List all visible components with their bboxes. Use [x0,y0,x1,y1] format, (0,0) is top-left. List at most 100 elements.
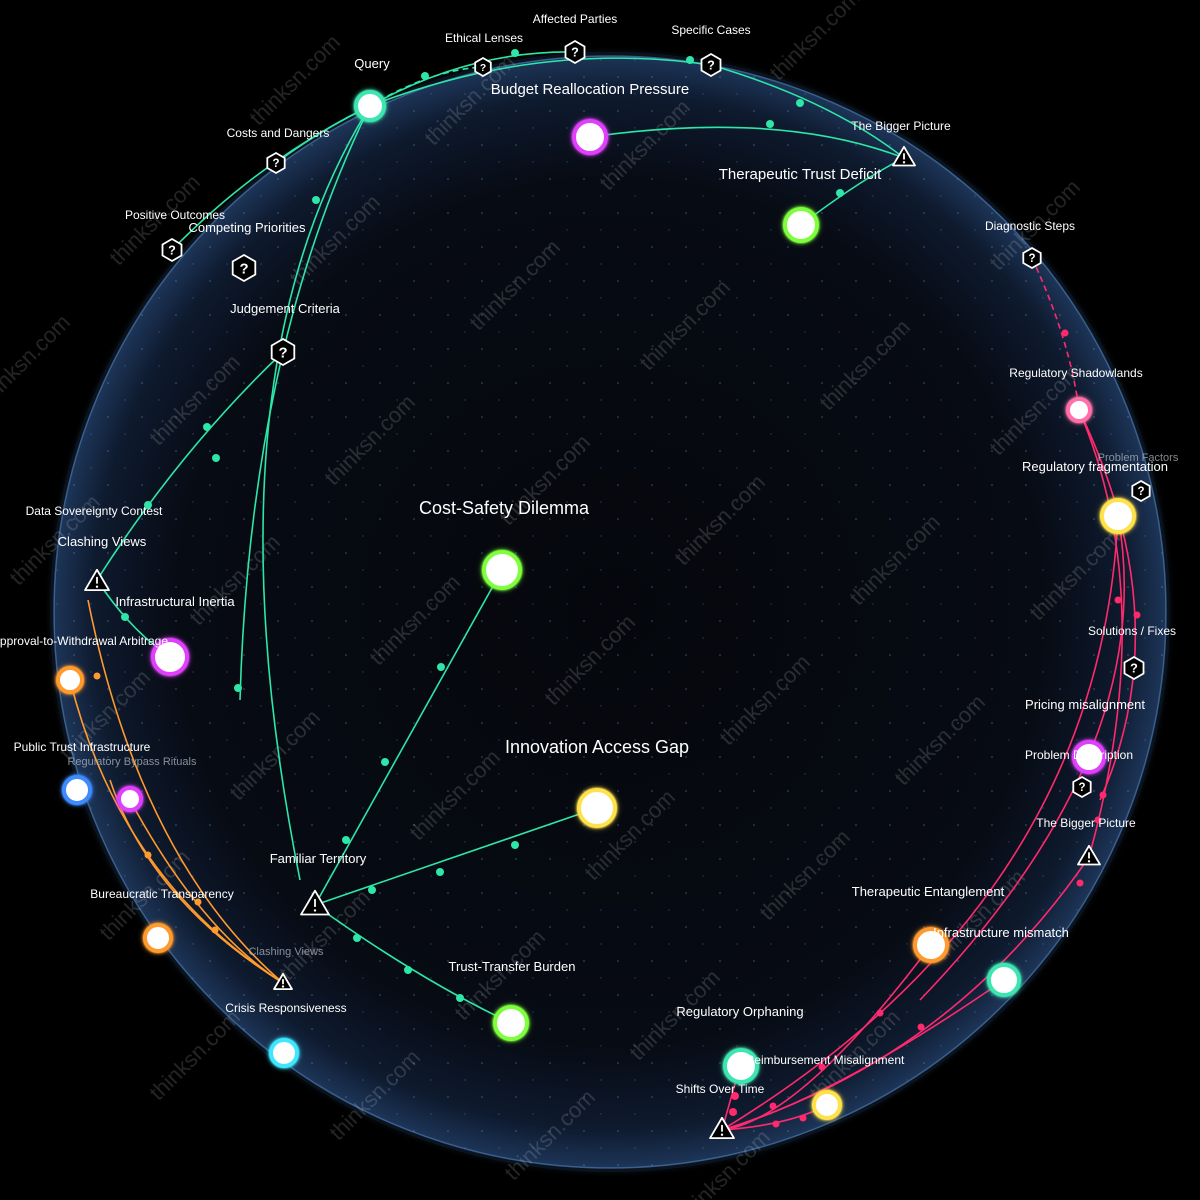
node-label-the-bigger-picture-top[interactable]: The Bigger Picture [851,119,951,133]
graph-node[interactable] [576,787,618,829]
watermark-text: thinksn.com [764,0,865,85]
edge [369,51,576,107]
warning-triangle-icon[interactable] [273,972,293,991]
graph-node[interactable] [811,1089,843,1121]
node-label-problem-factors[interactable]: Problem Factors [1098,452,1179,464]
graph-node[interactable] [142,922,174,954]
question-hexagon-icon[interactable]: ? [1123,655,1145,681]
node-label-regulatory-fragmentation[interactable]: Regulatory fragmentation [1022,459,1168,474]
graph-node[interactable] [1099,497,1137,535]
edge-marker [917,1023,925,1031]
question-hexagon-icon[interactable]: ? [1022,246,1042,270]
svg-text:?: ? [1137,486,1144,498]
graph-node[interactable] [150,637,190,677]
warning-triangle-icon[interactable] [300,889,330,916]
edge-marker [1099,791,1107,799]
question-hexagon-icon[interactable]: ? [700,52,722,78]
node-label-trust-transfer-burden[interactable]: Trust-Transfer Burden [449,959,576,974]
node-label-clashing-views-left[interactable]: Clashing Views [58,534,147,549]
node-label-affected-parties[interactable]: Affected Parties [533,12,618,26]
edge-marker [796,99,804,107]
edge-marker [511,49,519,57]
node-label-infrastructure-mismatch[interactable]: Infrastructure mismatch [933,925,1069,940]
graph-node[interactable] [986,962,1022,998]
graph-node[interactable] [116,785,144,813]
warning-triangle-icon[interactable] [709,1116,735,1140]
edge [369,57,712,107]
warning-triangle-icon[interactable] [84,568,110,592]
question-hexagon-icon[interactable]: ? [270,337,296,367]
node-label-specific-cases[interactable]: Specific Cases [671,23,750,37]
node-label-familiar-territory[interactable]: Familiar Territory [270,851,367,866]
edge [314,807,598,906]
question-hexagon-icon[interactable]: ? [1072,775,1092,799]
node-label-therapeutic-trust-deficit[interactable]: Therapeutic Trust Deficit [719,166,882,183]
node-label-cost-safety-dilemma[interactable]: Cost-Safety Dilemma [419,498,590,518]
edge [129,799,284,984]
node-label-shifts-over-time[interactable]: Shifts Over Time [676,1082,765,1096]
svg-text:?: ? [571,46,579,60]
graph-node[interactable] [571,118,609,156]
node-label-judgement-criteria[interactable]: Judgement Criteria [230,301,341,316]
node-label-infrastructural-inertia[interactable]: Infrastructural Inertia [115,594,235,609]
graph-node[interactable] [1071,739,1107,775]
edge-marker [437,663,445,671]
node-label-reimbursement-misalignment[interactable]: Reimbursement Misalignment [746,1053,905,1067]
edge-marker [1094,816,1102,824]
graph-node[interactable] [782,206,820,244]
node-label-data-sovereignty-contest[interactable]: Data Sovereignty Contest [26,504,163,518]
graph-node[interactable] [353,89,387,123]
node-label-problem-description[interactable]: Problem Description [1025,748,1133,762]
question-hexagon-icon[interactable]: ? [564,39,586,65]
graph-node[interactable] [492,1004,530,1042]
node-label-regulatory-bypass-rituals[interactable]: Regulatory Bypass Rituals [67,756,197,768]
node-label-clashing-views-bottom[interactable]: Clashing Views [248,946,324,958]
graph-node[interactable] [268,1037,300,1069]
graph-node[interactable] [912,926,950,964]
node-label-pricing-misalignment[interactable]: Pricing misalignment [1025,697,1145,712]
node-label-innovation-access-gap[interactable]: Innovation Access Gap [505,737,689,757]
edge [239,105,371,701]
edge-marker [511,841,519,849]
node-label-regulatory-orphaning[interactable]: Regulatory Orphaning [676,1004,803,1019]
node-label-the-bigger-picture-right[interactable]: The Bigger Picture [1036,816,1136,830]
node-label-costs-and-dangers[interactable]: Costs and Dangers [227,126,330,140]
node-label-query[interactable]: Query [354,56,390,71]
edge-marker [731,1092,739,1100]
question-hexagon-icon[interactable]: ? [474,56,492,78]
node-label-ethical-lenses[interactable]: Ethical Lenses [445,31,523,45]
svg-text:?: ? [272,158,279,170]
edge-marker [404,966,412,974]
edge-marker [381,758,389,766]
edge-marker [234,684,242,692]
node-label-public-trust-infrastructure[interactable]: Public Trust Infrastructure [14,740,151,754]
node-label-budget-reallocation-pressure[interactable]: Budget Reallocation Pressure [491,81,689,98]
graph-node[interactable] [55,665,85,695]
edge-marker [144,501,152,509]
question-hexagon-icon[interactable]: ? [1131,479,1151,503]
edge-marker [772,1120,780,1128]
node-label-solutions-fixes[interactable]: Solutions / Fixes [1088,624,1176,638]
node-label-competing-priorities[interactable]: Competing Priorities [188,220,306,235]
graph-node[interactable] [481,549,523,591]
edge-marker [312,196,320,204]
question-node-layer: ??????????? [161,39,1151,799]
warning-triangle-icon[interactable] [892,145,916,167]
node-label-therapeutic-entanglement[interactable]: Therapeutic Entanglement [852,884,1005,899]
question-hexagon-icon[interactable]: ? [266,151,286,175]
question-hexagon-icon[interactable]: ? [161,237,183,263]
node-label-bureaucratic-transparency[interactable]: Bureaucratic Transparency [90,887,233,901]
question-hexagon-icon[interactable]: ? [231,253,257,283]
node-label-approval-withdrawal-arbitrage[interactable]: Approval-to-Withdrawal Arbitrage [0,634,168,648]
graph-node[interactable] [1065,396,1093,424]
node-label-regulatory-shadowlands[interactable]: Regulatory Shadowlands [1009,366,1142,380]
node-label-positive-outcomes[interactable]: Positive Outcomes [125,208,225,222]
graph-node[interactable] [722,1047,760,1085]
node-label-crisis-responsiveness[interactable]: Crisis Responsiveness [225,1001,346,1015]
watermark-text: thinksn.com [144,1004,245,1105]
edge-marker [121,613,129,621]
graph-node[interactable] [61,774,93,806]
warning-triangle-icon[interactable] [1077,844,1101,866]
node-label-diagnostic-steps[interactable]: Diagnostic Steps [985,219,1075,233]
